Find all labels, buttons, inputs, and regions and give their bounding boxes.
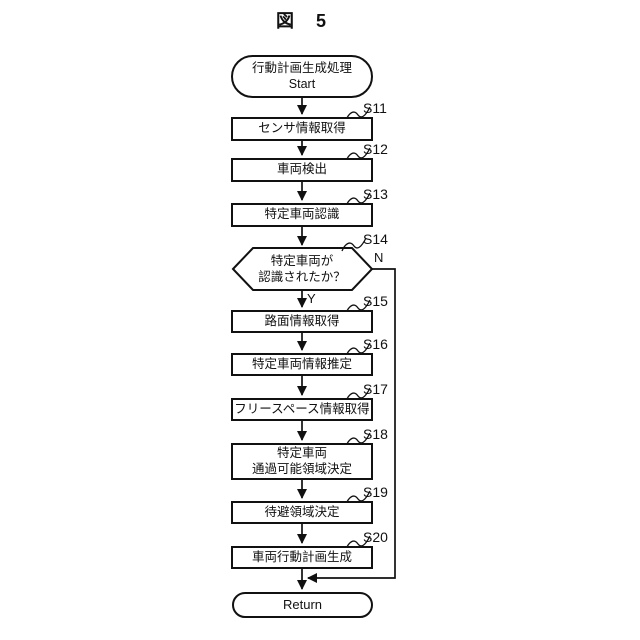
step-box-s13: 特定車両認識 xyxy=(231,203,373,227)
step-box-s17: フリースペース情報取得 xyxy=(231,398,373,421)
label-leader-squiggle xyxy=(345,106,371,121)
step-label-s20: S20 xyxy=(363,529,388,545)
branch-label-yes: Y xyxy=(307,291,316,306)
label-leader-squiggle xyxy=(345,387,371,402)
decision-line2: 認識されたか？ xyxy=(258,270,346,284)
label-leader-squiggle xyxy=(345,299,371,314)
label-leader-squiggle xyxy=(345,490,371,505)
label-leader-squiggle xyxy=(345,192,371,207)
step-label-s16: S16 xyxy=(363,336,388,352)
step-box-s20: 車両行動計画生成 xyxy=(231,546,373,569)
step-box-s12: 車両検出 xyxy=(231,158,373,182)
start-subtitle: Start xyxy=(288,76,316,91)
step-label-s12: S12 xyxy=(363,141,388,157)
label-leader-squiggle xyxy=(345,342,371,357)
label-leader-squiggle xyxy=(345,535,371,550)
decision-line1: 特定車両が xyxy=(270,253,334,268)
step-label-s15: S15 xyxy=(363,293,388,309)
terminator-start: 行動計画生成処理 Start xyxy=(231,55,373,98)
step-label-s14: S14 xyxy=(363,231,388,247)
step-box-s19: 待避領域決定 xyxy=(231,501,373,524)
decision-hexagon xyxy=(231,247,374,291)
step-box-s11: センサ情報取得 xyxy=(231,117,373,141)
decision-text-s14: 特定車両が 認識されたか？ xyxy=(231,248,373,290)
step-label-s19: S19 xyxy=(363,484,388,500)
step-label-s11: S11 xyxy=(363,100,387,116)
start-title: 行動計画生成処理 xyxy=(251,60,352,75)
label-leader-squiggle xyxy=(345,432,371,447)
step-label-s18: S18 xyxy=(363,426,388,442)
step-box-s16: 特定車両情報推定 xyxy=(231,353,373,376)
s18-line2: 通過可能領域決定 xyxy=(251,461,352,476)
label-leader-squiggle xyxy=(341,237,367,252)
step-box-s18: 特定車両 通過可能領域決定 xyxy=(231,443,373,480)
step-label-s13: S13 xyxy=(363,186,388,202)
terminator-return: Return xyxy=(232,592,373,618)
figure-title: 図 5 xyxy=(275,11,328,31)
step-box-s15: 路面情報取得 xyxy=(231,310,373,333)
label-leader-squiggle xyxy=(345,147,371,162)
step-label-s17: S17 xyxy=(363,381,388,397)
branch-label-no: N xyxy=(374,250,384,265)
s18-line1: 特定車両 xyxy=(276,445,327,460)
arrow-no-branch xyxy=(307,268,396,583)
